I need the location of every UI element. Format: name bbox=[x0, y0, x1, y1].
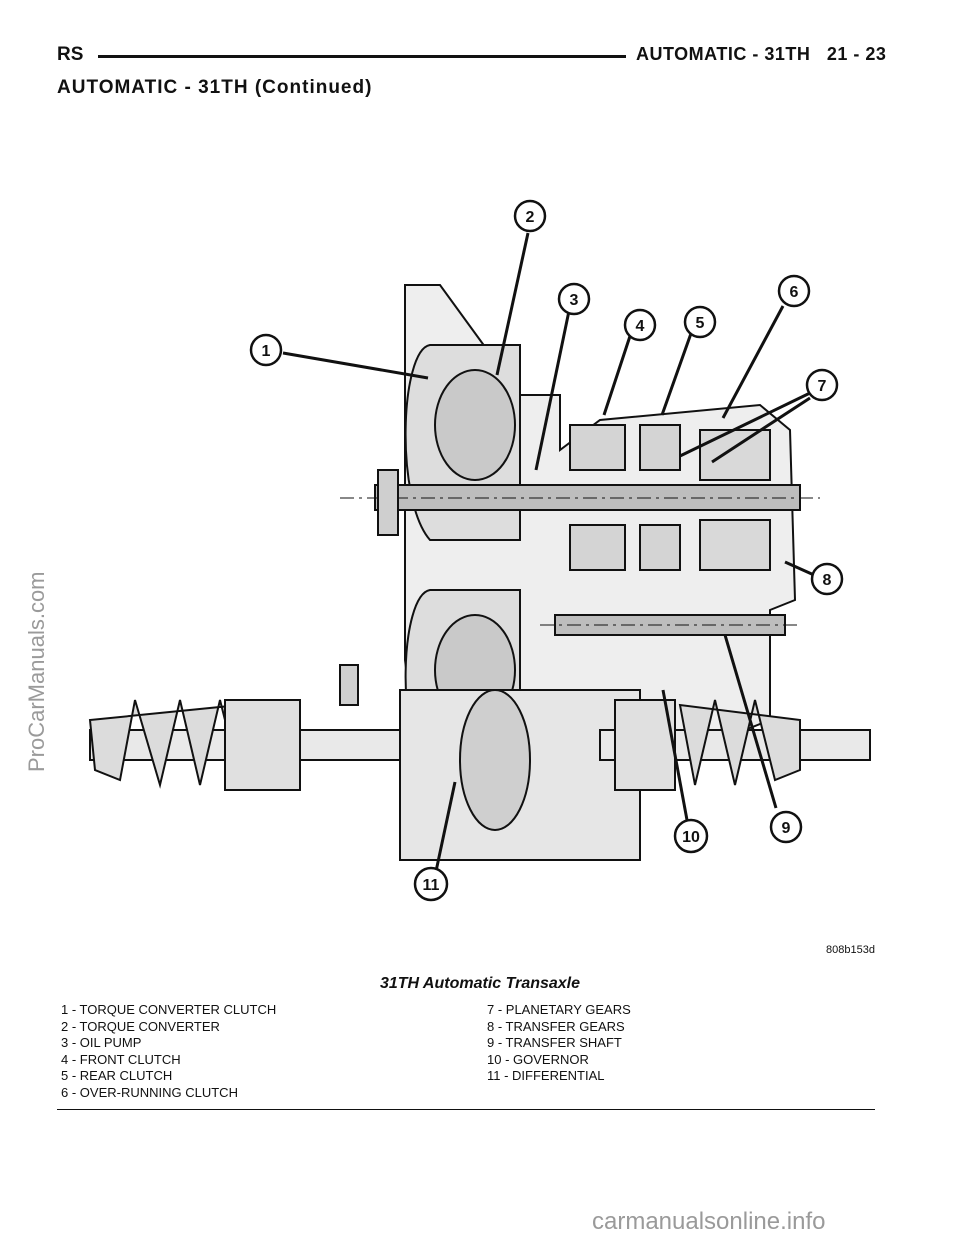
legend-item: 6 - OVER-RUNNING CLUTCH bbox=[61, 1084, 238, 1100]
callout-circle-5 bbox=[683, 305, 717, 339]
callout-circle-2 bbox=[513, 199, 547, 233]
callout-circle-1 bbox=[249, 333, 283, 367]
legend-item: 4 - FRONT CLUTCH bbox=[61, 1051, 181, 1067]
page-subtitle: AUTOMATIC - 31TH (Continued) bbox=[57, 77, 373, 98]
legend-item: 1 - TORQUE CONVERTER CLUTCH bbox=[61, 1002, 277, 1017]
callout-3: 3 bbox=[570, 292, 579, 309]
callout-circle-4 bbox=[623, 308, 657, 342]
legend-item: 5 - REAR CLUTCH bbox=[61, 1068, 173, 1083]
legend-left: 1 - TORQUE CONVERTER CLUTCH 2 - TORQUE C… bbox=[61, 1002, 276, 1101]
callout-circle-8 bbox=[810, 562, 844, 596]
figure-caption: 31TH Automatic Transaxle bbox=[379, 975, 581, 992]
chapter-title: AUTOMATIC - 31TH bbox=[636, 44, 811, 64]
callout-10: 10 bbox=[682, 829, 700, 846]
page-header-right: AUTOMATIC - 31TH 21 - 23 bbox=[636, 44, 886, 65]
legend-item: 10 - GOVERNOR bbox=[487, 1051, 589, 1067]
callout-circle-11 bbox=[413, 866, 449, 902]
callout-2: 2 bbox=[526, 209, 535, 226]
callout-circle-10 bbox=[673, 818, 709, 854]
legend-item: 8 - TRANSFER GEARS bbox=[487, 1018, 625, 1034]
legend-item: 11 - DIFFERENTIAL bbox=[487, 1068, 605, 1083]
legend-item: 2 - TORQUE CONVERTER bbox=[61, 1018, 220, 1034]
header-rule bbox=[98, 55, 626, 58]
callout-1: 1 bbox=[262, 343, 271, 360]
section-code: RS bbox=[57, 44, 84, 65]
callout-4: 4 bbox=[636, 318, 645, 335]
figure-id: 808b153d bbox=[826, 944, 875, 956]
callout-circle-6 bbox=[777, 274, 811, 308]
callout-6: 6 bbox=[790, 284, 799, 301]
legend-right: 7 - PLANETARY GEARS 8 - TRANSFER GEARS 9… bbox=[487, 1002, 631, 1085]
transaxle-diagram: 1 2 3 4 5 6 7 8 9 10 11 bbox=[88, 199, 871, 902]
callout-5: 5 bbox=[696, 315, 705, 332]
footer-rule bbox=[57, 1109, 875, 1110]
callout-circle-7 bbox=[805, 368, 839, 402]
bottom-watermark: carmanualsonline.info bbox=[592, 1208, 826, 1235]
callout-8: 8 bbox=[823, 572, 832, 589]
callout-11: 11 bbox=[423, 877, 440, 894]
legend-item: 7 - PLANETARY GEARS bbox=[487, 1002, 631, 1017]
legend-item: 9 - TRANSFER SHAFT bbox=[487, 1035, 622, 1050]
callout-circle-3 bbox=[557, 282, 591, 316]
callout-9: 9 bbox=[782, 820, 791, 837]
callout-7: 7 bbox=[818, 378, 827, 395]
legend-item: 3 - OIL PUMP bbox=[61, 1035, 142, 1050]
callout-circle-9 bbox=[769, 810, 803, 844]
page-number: 21 - 23 bbox=[826, 44, 887, 64]
